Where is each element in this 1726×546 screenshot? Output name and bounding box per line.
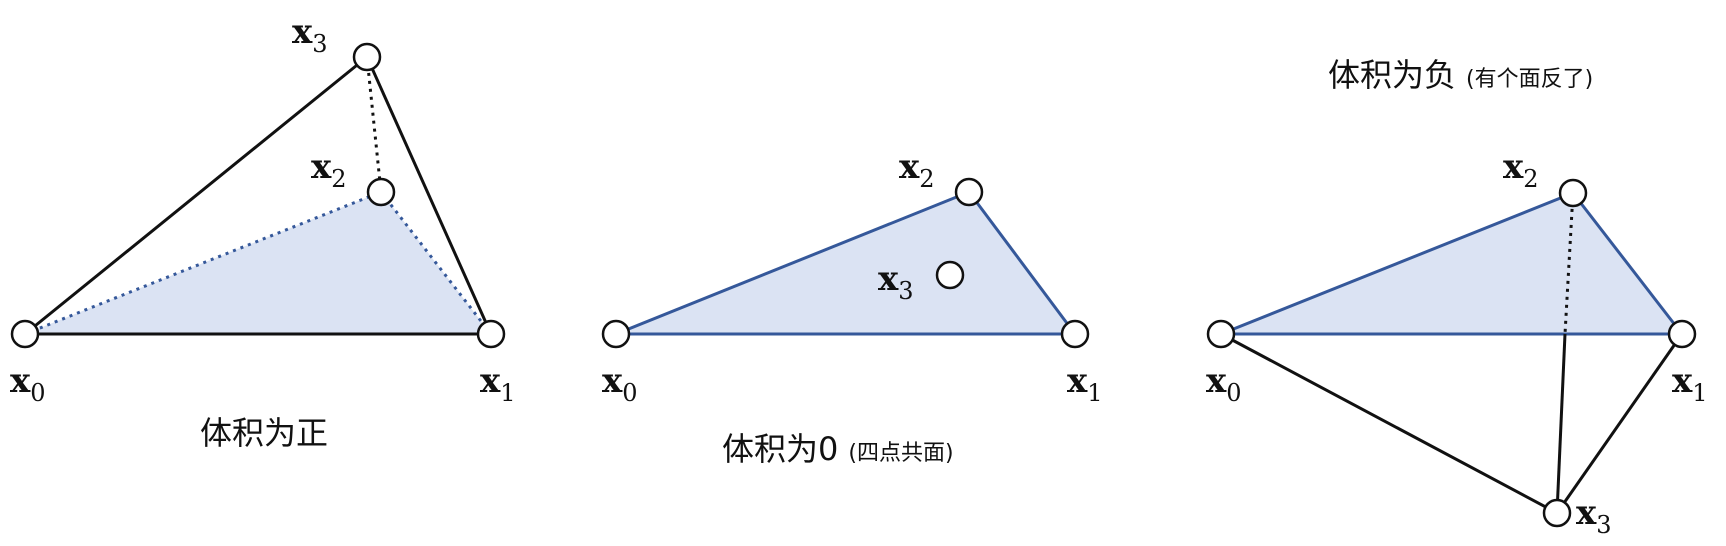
label-x0: x0	[602, 361, 638, 407]
edge-x0-x2	[1220, 191, 1574, 336]
edge-x0-x2	[615, 190, 970, 336]
vertex-x1	[1667, 319, 1697, 349]
label-x0: x0	[10, 361, 46, 407]
vertex-x1	[1060, 319, 1090, 349]
edge-x2-x3-visible	[1555, 333, 1567, 514]
vertex-x0	[1206, 319, 1236, 349]
caption-negative: 体积为负(有个面反了)	[1328, 56, 1593, 94]
vertex-x3	[935, 260, 965, 290]
label-x1: x1	[1067, 361, 1103, 407]
vertex-x1	[476, 319, 506, 349]
label-x3: x3	[292, 12, 328, 58]
label-x2: x2	[1503, 147, 1539, 193]
caption-zero: 体积为0(四点共面)	[722, 430, 954, 468]
label-x2: x2	[311, 147, 347, 193]
vertex-x3	[1542, 498, 1572, 528]
edge-x3-x2	[365, 56, 383, 193]
vertex-x0	[601, 319, 631, 349]
label-x2: x2	[899, 147, 935, 193]
edge-x2-x1	[967, 191, 1077, 335]
label-x3: x3	[1576, 493, 1612, 539]
vertex-x3	[352, 42, 382, 72]
base-face	[25, 192, 491, 334]
panel-zero-volume: x0 x1 x2 x3 体积为0(四点共面)	[601, 147, 1103, 468]
base-face	[616, 192, 1075, 334]
label-x1: x1	[1672, 361, 1708, 407]
edge-x3-x1	[365, 56, 493, 335]
vertex-x2	[366, 177, 396, 207]
panel-negative-volume: x0 x1 x2 x3 体积为负(有个面反了)	[1206, 56, 1708, 539]
base-face	[1221, 193, 1682, 334]
vertex-x0	[10, 319, 40, 349]
edge-x0-x3	[1220, 332, 1558, 515]
vertex-x2	[954, 177, 984, 207]
label-x3: x3	[878, 259, 914, 305]
vertex-x2	[1558, 178, 1588, 208]
edge-x0-x3	[24, 55, 368, 336]
label-x0: x0	[1206, 361, 1242, 407]
edge-x2-x1	[379, 191, 493, 335]
edge-x1-x3	[1555, 333, 1684, 514]
label-x1: x1	[480, 361, 516, 407]
panel-positive-volume: x0 x1 x2 x3 体积为正	[10, 12, 516, 452]
edge-x2-x1	[1571, 192, 1684, 335]
caption-positive: 体积为正	[200, 414, 328, 452]
